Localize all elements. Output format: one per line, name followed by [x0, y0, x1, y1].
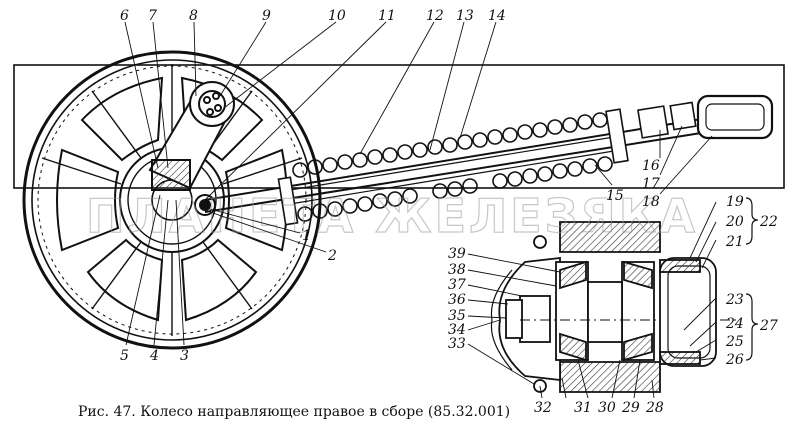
- callout-26: 26: [725, 352, 744, 368]
- callout-8: 8: [189, 8, 198, 24]
- crank-arm: [148, 81, 235, 216]
- callout-11: 11: [378, 8, 396, 24]
- callout-31: 31: [574, 400, 592, 416]
- callout-7: 7: [148, 8, 157, 24]
- callout-35: 35: [448, 308, 466, 324]
- callout-36: 36: [448, 292, 466, 308]
- callout-9: 9: [262, 8, 271, 24]
- leader-lines: [124, 21, 717, 399]
- callout-38: 38: [448, 262, 466, 278]
- callout-5: 5: [120, 348, 129, 364]
- callout-18: 18: [642, 194, 660, 210]
- callout-2: 2: [327, 248, 337, 264]
- group-brackets: [745, 197, 759, 361]
- callout-25: 25: [725, 334, 744, 350]
- callout-4: 4: [149, 348, 159, 364]
- figure-caption: Рис. 47. Колесо направляющее правое в сб…: [78, 404, 510, 420]
- hub-section: [490, 221, 740, 393]
- callout-32: 32: [534, 400, 552, 416]
- watermark-text: ПЛАНЕТА ЖЕЛЕЗЯКА: [86, 189, 698, 243]
- callout-21: 21: [725, 234, 744, 250]
- callout-28: 28: [645, 400, 664, 416]
- callout-15: 15: [606, 188, 624, 204]
- callout-1: 1: [302, 228, 311, 244]
- callout-34: 34: [448, 322, 466, 338]
- tensioner-assembly: [204, 94, 774, 226]
- callout-3: 3: [180, 348, 189, 364]
- callout-10: 10: [328, 8, 346, 24]
- callout-13: 13: [456, 8, 474, 24]
- callout-39: 39: [448, 246, 466, 262]
- callout-12: 12: [426, 8, 444, 24]
- callout-29: 29: [621, 400, 640, 416]
- spring-coils: [292, 112, 613, 222]
- callout-16: 16: [642, 158, 660, 174]
- callout-22: 22: [759, 214, 778, 230]
- callout-27: 27: [759, 318, 778, 334]
- callout-20: 20: [725, 214, 744, 230]
- callout-33: 33: [448, 336, 466, 352]
- hull-frame: [13, 64, 785, 189]
- callout-37: 37: [448, 277, 466, 293]
- callout-labels: 6 7 8 9 10 11 12 13 14 1 2 3 4 5 15 16 1…: [120, 8, 778, 416]
- callout-24: 24: [725, 316, 744, 332]
- callout-23: 23: [725, 292, 744, 308]
- callout-6: 6: [120, 8, 129, 24]
- callout-17: 17: [642, 176, 660, 192]
- callout-30: 30: [598, 400, 616, 416]
- callout-19: 19: [726, 194, 744, 210]
- callout-14: 14: [488, 8, 506, 24]
